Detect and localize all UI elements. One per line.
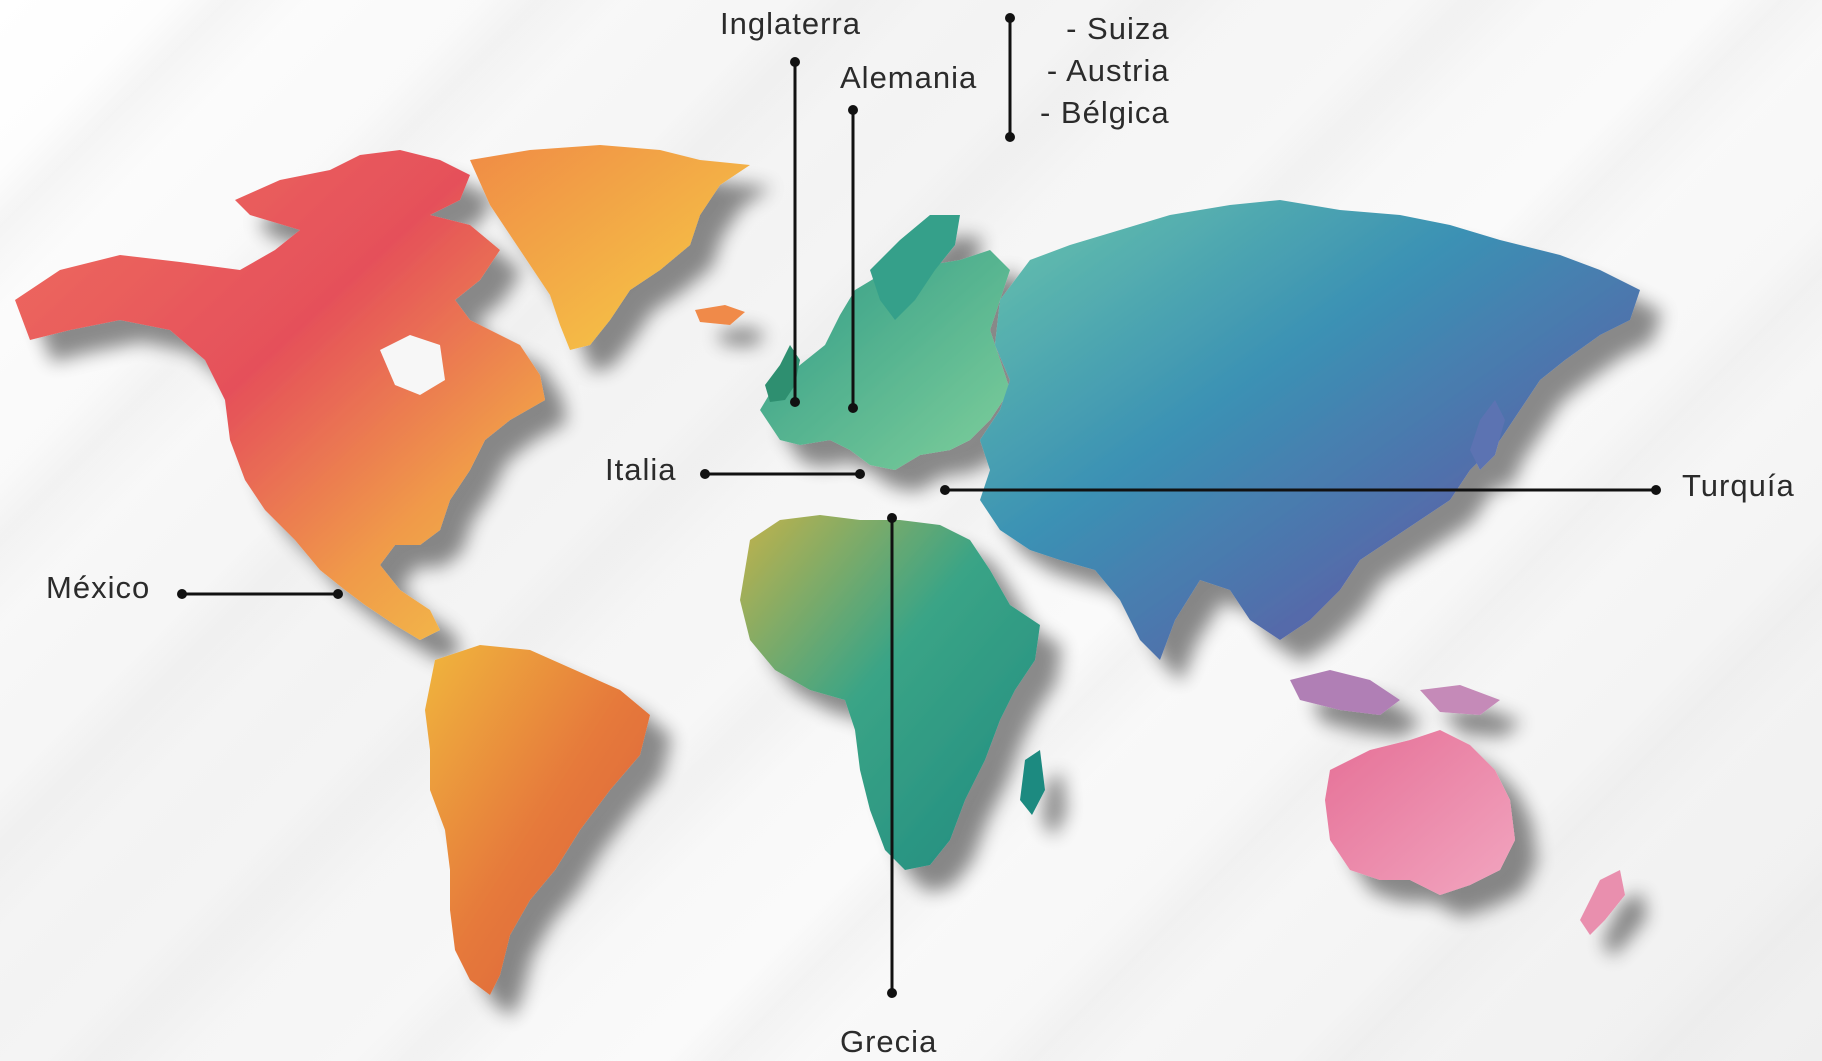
label-turquia: Turquía — [1682, 468, 1795, 503]
dot-mexico-end — [333, 589, 343, 599]
label-grecia: Grecia — [840, 1024, 938, 1059]
dot-alemania-top — [848, 105, 858, 115]
label-mexico: México — [46, 570, 151, 605]
dot-turquia-start — [940, 485, 950, 495]
dot-italia-end — [855, 469, 865, 479]
dot-alemania-end — [848, 403, 858, 413]
leader-dots — [177, 13, 1661, 998]
label-suiza: - Suiza — [1066, 11, 1170, 46]
dot-turquia-end — [1651, 485, 1661, 495]
continent-asia — [980, 200, 1640, 660]
dot-inglaterra-end — [790, 397, 800, 407]
continent-north-america — [15, 150, 545, 640]
label-inglaterra: Inglaterra — [720, 6, 861, 41]
dot-mexico-start — [177, 589, 187, 599]
label-alemania: Alemania — [840, 60, 978, 95]
continent-south-america — [425, 645, 650, 995]
dot-italia-start — [700, 469, 710, 479]
label-austria: - Austria — [1046, 53, 1170, 88]
dot-list-bottom — [1005, 132, 1015, 142]
label-country-list: - Suiza - Austria - Bélgica — [1040, 8, 1170, 134]
continent-greenland — [470, 145, 750, 350]
leader-lines — [182, 18, 1656, 993]
dot-grecia-top — [887, 513, 897, 523]
dot-grecia-bottom — [887, 988, 897, 998]
continent-africa — [740, 515, 1040, 870]
continent-europe — [760, 250, 1010, 470]
dot-list-top — [1005, 13, 1015, 23]
label-italia: Italia — [605, 452, 677, 487]
label-belgica: - Bélgica — [1040, 95, 1170, 130]
continent-australia — [1325, 730, 1515, 895]
dot-inglaterra-top — [790, 57, 800, 67]
